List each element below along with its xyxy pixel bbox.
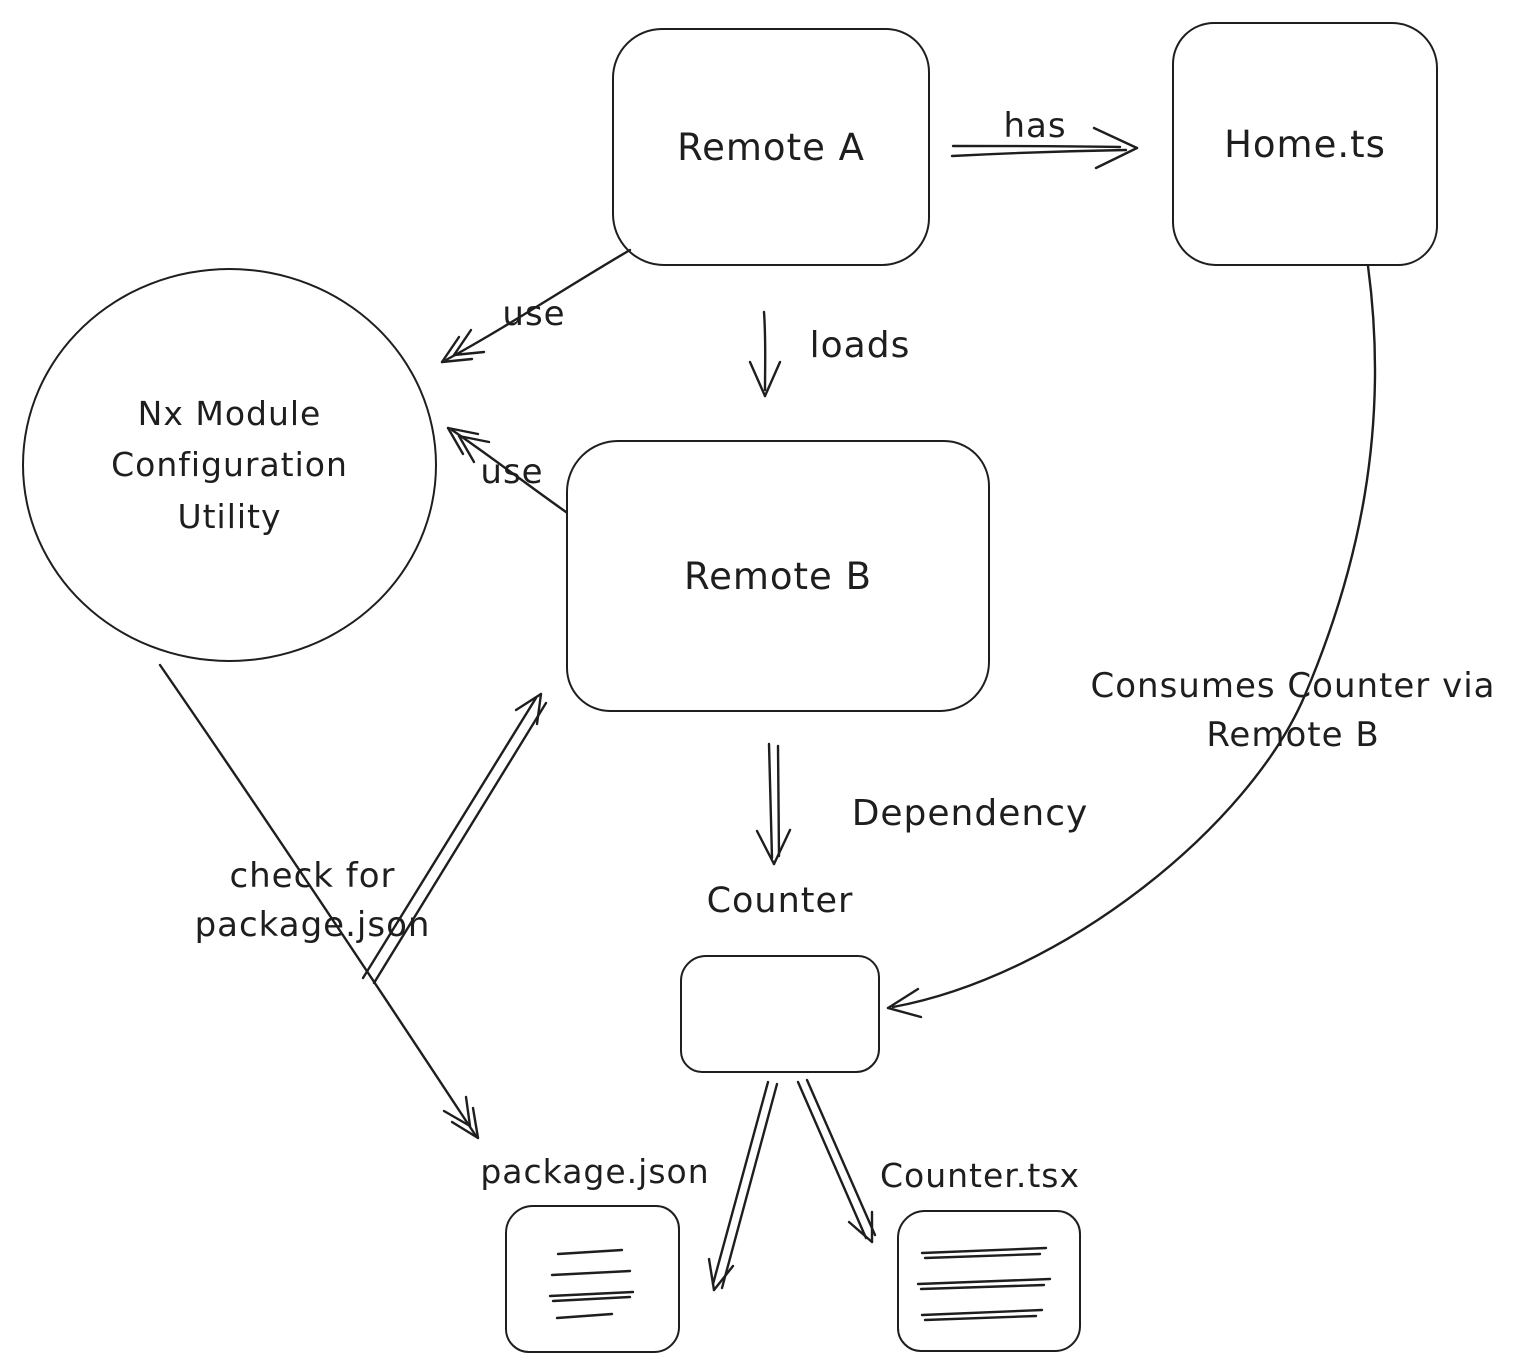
use-arrow-from-remote-a [440, 248, 632, 364]
node-nx-utility-label: Nx Module Configuration Utility [111, 394, 348, 536]
node-remote-a: Remote A [612, 28, 930, 266]
node-remote-b: Remote B [566, 440, 990, 712]
edge-label-check-for-package-json: check for package.json [194, 856, 431, 946]
edge-label-loads: loads [809, 325, 911, 366]
counter-to-package-arrow [707, 1080, 779, 1292]
node-home-ts: Home.ts [1172, 22, 1438, 266]
node-counter-tsx-label: Counter.tsx [880, 1156, 1080, 1195]
use-arrow-from-remote-b [446, 426, 568, 514]
loads-arrow [748, 310, 782, 398]
edge-label-consumes-counter: Consumes Counter via Remote B [1090, 666, 1496, 756]
to-remote-b-arrow [361, 692, 548, 985]
node-package-json-doc [505, 1205, 680, 1353]
edge-label-use-remote-a: use [502, 294, 566, 334]
package-json-doc-lines-icon [548, 1248, 635, 1320]
node-remote-a-label: Remote A [677, 125, 865, 169]
consumes-arrow [886, 264, 1377, 1019]
check-package-json-arrow [158, 663, 480, 1140]
node-counter-box [680, 955, 880, 1073]
node-home-ts-label: Home.ts [1224, 122, 1386, 166]
node-counter-tsx-doc [897, 1210, 1081, 1352]
node-remote-b-label: Remote B [684, 554, 872, 598]
edge-label-has: has [1003, 106, 1067, 146]
node-counter-label: Counter [706, 881, 854, 921]
dependency-arrow [755, 742, 792, 866]
edge-label-dependency: Dependency [851, 793, 1089, 834]
node-package-json-label: package.json [480, 1152, 710, 1191]
has-arrow [950, 126, 1139, 170]
counter-tsx-doc-lines-icon [916, 1246, 1052, 1322]
counter-to-tsx-arrow [796, 1078, 877, 1244]
edge-label-use-remote-b: use [480, 452, 544, 492]
node-nx-module-configuration-utility: Nx Module Configuration Utility [22, 268, 437, 662]
